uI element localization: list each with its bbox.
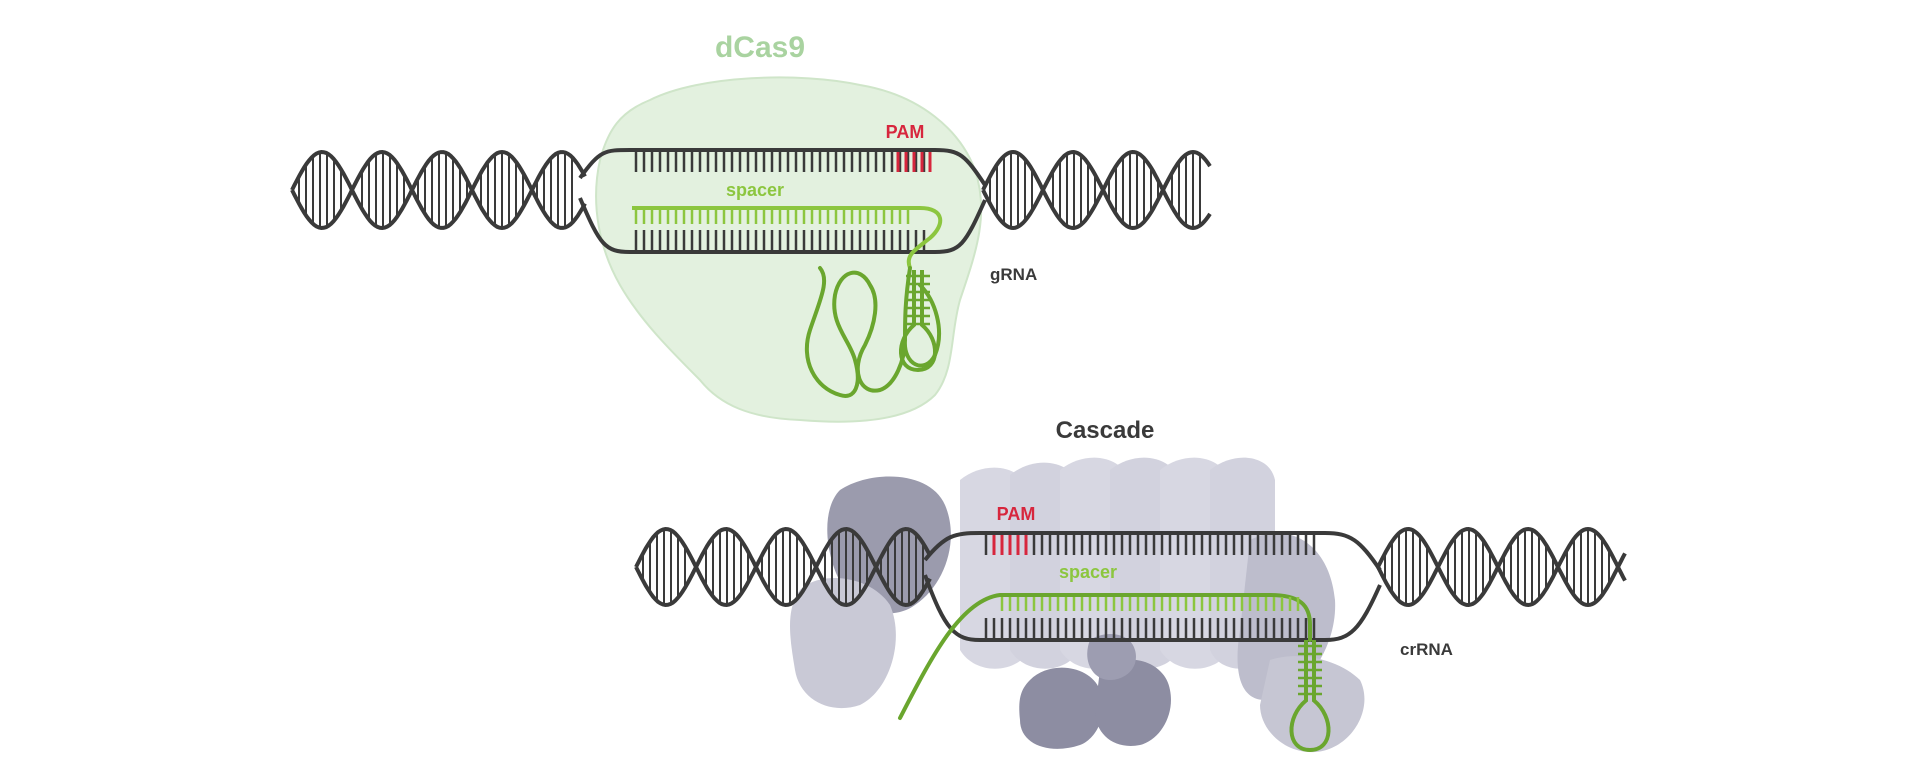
dna-bottom-strand xyxy=(578,197,987,254)
pam-label-top: PAM xyxy=(886,122,925,142)
dna-helix-icon xyxy=(290,149,587,231)
dcas9-label: dCas9 xyxy=(715,31,805,64)
dna-backbone xyxy=(290,149,587,231)
pam-ticks xyxy=(992,535,1028,555)
dna-helix-icon xyxy=(981,149,1212,231)
crrna-strand xyxy=(898,593,1312,720)
dna-backbone xyxy=(981,149,1212,231)
dcas9-panel xyxy=(290,76,1212,423)
hairpin-loop xyxy=(899,270,937,373)
dna-backbone xyxy=(981,149,1212,231)
dna-helix-icon xyxy=(1376,526,1627,608)
crrna-hairpin xyxy=(1289,640,1331,753)
dna-backbone xyxy=(290,149,587,231)
dna-bottom-strand xyxy=(923,574,1382,642)
dna-top-strand xyxy=(923,531,1382,572)
spacer-ticks xyxy=(1000,597,1300,611)
spacer-label-bottom: spacer xyxy=(1059,562,1117,582)
grna-label: gRNA xyxy=(990,265,1037,284)
grna-hairpin xyxy=(899,270,937,373)
spacer-label-top: spacer xyxy=(726,180,784,200)
cascade-panel xyxy=(634,457,1627,753)
grna-scaffold xyxy=(804,266,941,398)
dna-helix-icon xyxy=(634,526,932,608)
pam-label-bottom: PAM xyxy=(997,504,1036,524)
dna-backbone xyxy=(1376,526,1627,608)
dna-top-strand xyxy=(578,148,987,187)
grna-spacer-strand xyxy=(632,206,943,269)
dna-backbone xyxy=(634,526,932,608)
dna-backbone xyxy=(634,526,932,608)
spacer-ticks xyxy=(634,210,910,224)
crrna-label: crRNA xyxy=(1400,640,1453,659)
cascade-label: Cascade xyxy=(1056,417,1155,444)
dna-backbone xyxy=(1376,526,1627,608)
dna-base-ticks xyxy=(984,618,1316,638)
pam-ticks xyxy=(896,152,932,172)
hairpin-loop xyxy=(1289,640,1331,753)
dna-base-ticks xyxy=(634,152,926,172)
cascade-complex-icon xyxy=(790,457,1365,753)
